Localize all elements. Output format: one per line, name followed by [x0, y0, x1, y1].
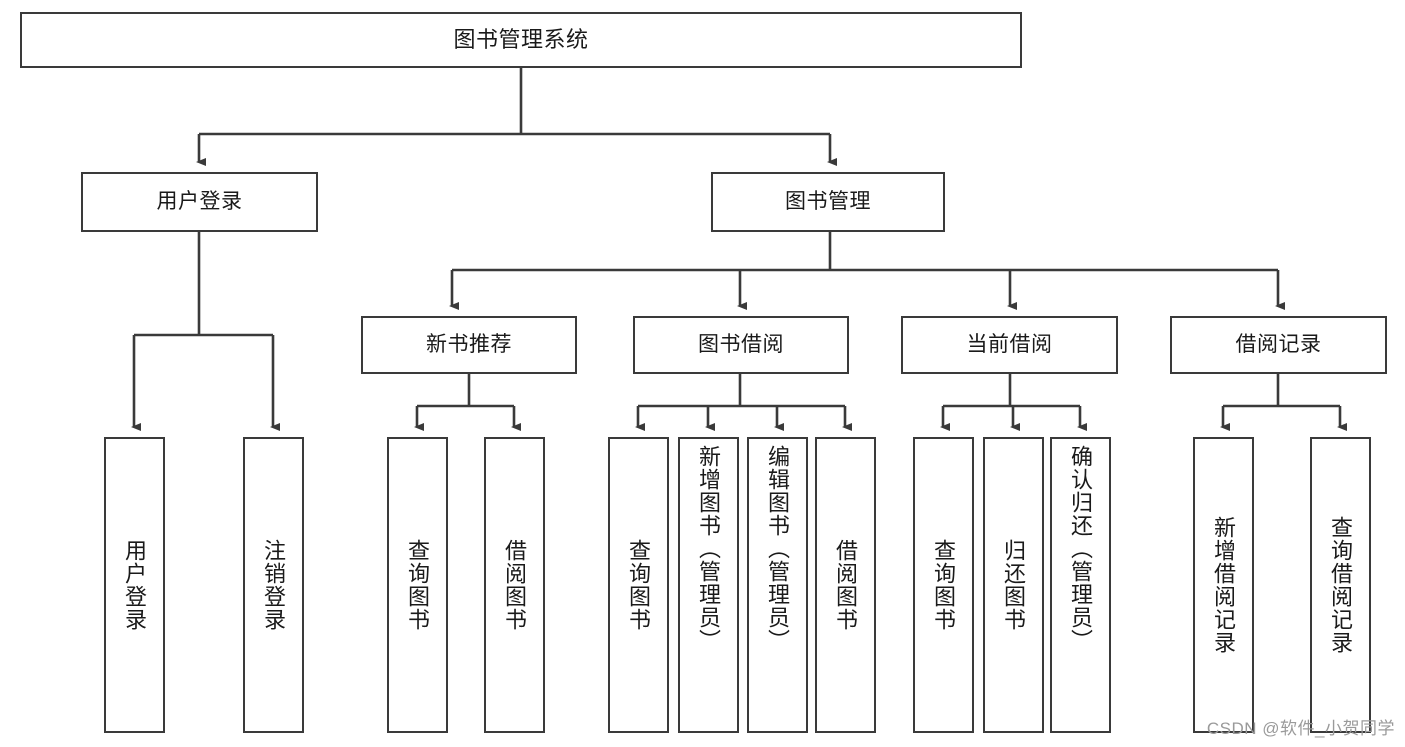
leaf-user-login-logout-label: 注销登录: [261, 539, 287, 631]
node-root[interactable]: 图书管理系统: [20, 12, 1022, 68]
leaf-record-add-record-label: 新增借阅记录: [1211, 516, 1237, 654]
node-user-login[interactable]: 用户登录: [81, 172, 318, 232]
leaf-user-login-login[interactable]: 用户登录: [104, 437, 165, 733]
leaf-current-query-book-label: 查询图书: [931, 539, 957, 631]
node-new-book-recommend-label: 新书推荐: [426, 332, 512, 356]
leaf-recommend-borrow-book[interactable]: 借阅图书: [484, 437, 545, 733]
node-book-management-label: 图书管理: [785, 189, 871, 213]
node-user-login-label: 用户登录: [156, 189, 243, 213]
leaf-recommend-borrow-book-label: 借阅图书: [502, 539, 528, 631]
leaf-record-add-record[interactable]: 新增借阅记录: [1193, 437, 1254, 733]
leaf-current-query-book[interactable]: 查询图书: [913, 437, 974, 733]
node-root-label: 图书管理系统: [453, 27, 589, 53]
leaf-record-query-record[interactable]: 查询借阅记录: [1310, 437, 1371, 733]
node-borrow-record-label: 借阅记录: [1235, 332, 1322, 356]
leaf-user-login-logout[interactable]: 注销登录: [243, 437, 304, 733]
watermark-text: CSDN @软件_小贺同学: [1206, 719, 1395, 738]
node-new-book-recommend[interactable]: 新书推荐: [361, 316, 577, 374]
leaf-current-return-book-label: 归还图书: [1001, 539, 1027, 631]
leaf-borrow-query-book[interactable]: 查询图书: [608, 437, 669, 733]
node-book-borrow[interactable]: 图书借阅: [633, 316, 849, 374]
leaf-current-return-book[interactable]: 归还图书: [983, 437, 1044, 733]
leaf-current-confirm-return-label: 确认归还（管理员）: [1068, 445, 1094, 652]
leaf-borrow-add-book-label: 新增图书（管理员）: [696, 445, 722, 652]
leaf-user-login-login-label: 用户登录: [122, 539, 148, 631]
leaf-recommend-query-book[interactable]: 查询图书: [387, 437, 448, 733]
node-borrow-record[interactable]: 借阅记录: [1170, 316, 1387, 374]
leaf-record-query-record-label: 查询借阅记录: [1328, 516, 1354, 654]
node-book-borrow-label: 图书借阅: [698, 332, 784, 356]
leaf-borrow-add-book[interactable]: 新增图书（管理员）: [678, 437, 739, 733]
leaf-borrow-borrow-book-label: 借阅图书: [833, 539, 859, 631]
leaf-borrow-edit-book-label: 编辑图书（管理员）: [765, 445, 791, 652]
leaf-recommend-query-book-label: 查询图书: [405, 539, 431, 631]
node-current-borrow-label: 当前借阅: [966, 332, 1053, 356]
leaf-borrow-borrow-book[interactable]: 借阅图书: [815, 437, 876, 733]
leaf-borrow-query-book-label: 查询图书: [626, 539, 652, 631]
leaf-current-confirm-return[interactable]: 确认归还（管理员）: [1050, 437, 1111, 733]
node-current-borrow[interactable]: 当前借阅: [901, 316, 1118, 374]
leaf-borrow-edit-book[interactable]: 编辑图书（管理员）: [747, 437, 808, 733]
node-book-management[interactable]: 图书管理: [711, 172, 945, 232]
